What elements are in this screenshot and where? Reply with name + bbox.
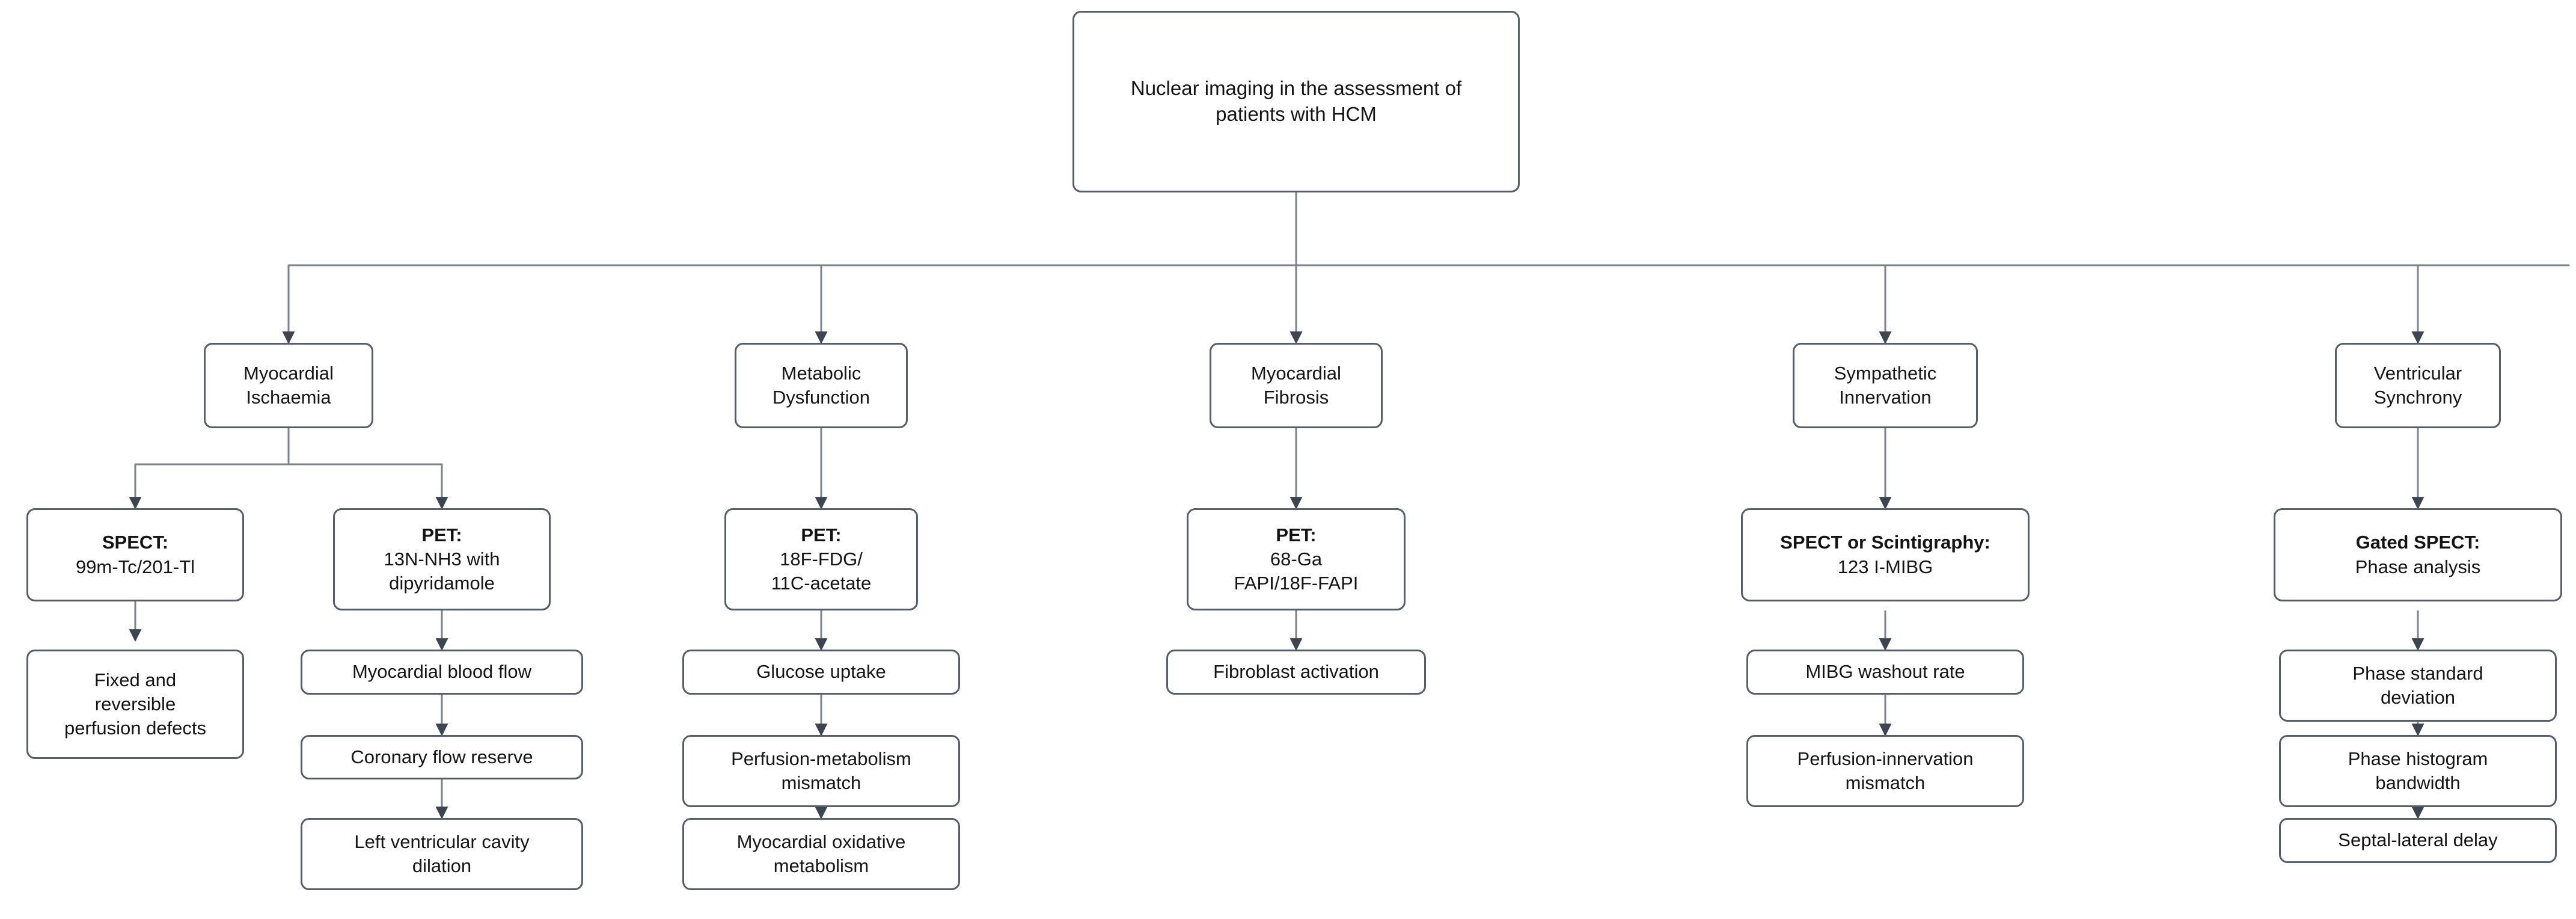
- finding-label-mibg-washout-rate: MIBG washout rate: [1805, 661, 1965, 683]
- modality-node-pet-fdg[interactable]: PET:18F-FDG/11C-acetate: [724, 508, 918, 610]
- finding-label-septal-lateral-delay: Septal-lateral delay: [2338, 829, 2498, 851]
- modality-label-pet-fdg: PET:18F-FDG/11C-acetate: [771, 524, 872, 594]
- finding-label-glucose-uptake: Glucose uptake: [756, 661, 886, 683]
- finding-label-myocardial-blood-flow: Myocardial blood flow: [352, 661, 532, 683]
- modality-label-spect-tc: SPECT:99m-Tc/201-Tl: [75, 532, 195, 577]
- finding-node-septal-lateral-delay[interactable]: Septal-lateral delay: [2279, 818, 2557, 863]
- modality-node-spect-tc[interactable]: SPECT:99m-Tc/201-Tl: [26, 508, 244, 601]
- finding-label-coronary-flow-reserve: Coronary flow reserve: [350, 746, 533, 767]
- modality-label-gated-spect: Gated SPECT:Phase analysis: [2355, 532, 2481, 577]
- finding-node-mibg-washout-rate[interactable]: MIBG washout rate: [1746, 650, 2024, 695]
- finding-node-fibroblast-activation[interactable]: Fibroblast activation: [1166, 650, 1426, 695]
- finding-label-fibroblast-activation: Fibroblast activation: [1213, 661, 1379, 683]
- finding-node-myocardial-blood-flow[interactable]: Myocardial blood flow: [301, 650, 583, 695]
- modality-node-spect-mibg[interactable]: SPECT or Scintigraphy:123 I-MIBG: [1741, 508, 2030, 601]
- finding-node-glucose-uptake[interactable]: Glucose uptake: [682, 650, 960, 695]
- modality-node-gated-spect[interactable]: Gated SPECT:Phase analysis: [2274, 508, 2562, 601]
- modality-label-spect-mibg: SPECT or Scintigraphy:123 I-MIBG: [1780, 532, 1990, 577]
- finding-node-coronary-flow-reserve[interactable]: Coronary flow reserve: [301, 735, 583, 779]
